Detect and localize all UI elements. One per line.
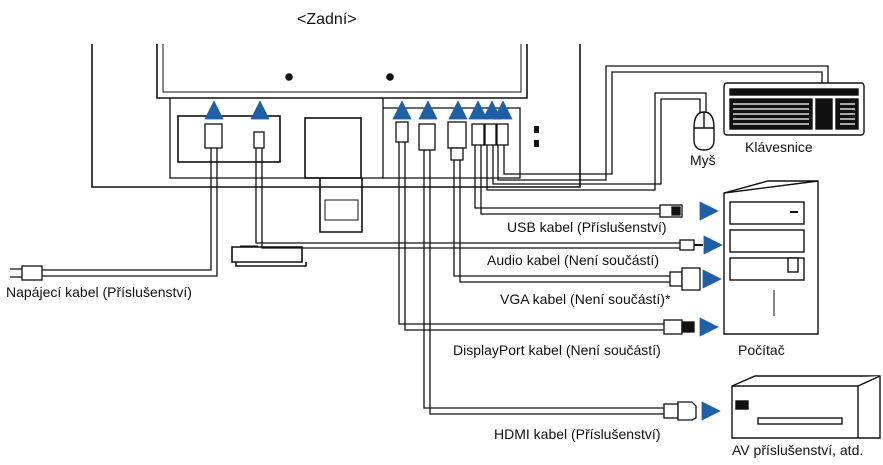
computer-icon (723, 180, 819, 335)
cable-plugs (10, 204, 703, 421)
keyboard-label: Klávesnice (745, 139, 813, 155)
keyboard-icon (723, 82, 865, 136)
device-arrows (699, 201, 723, 421)
av-label: AV příslušenství, atd. (732, 442, 864, 458)
power-cable-label: Napájecí kabel (Příslušenství) (6, 284, 192, 300)
hdmi-cable-label: HDMI kabel (Příslušenství) (494, 426, 661, 442)
cables (42, 65, 829, 415)
vga-cable-label: VGA kabel (Není součástí)* (500, 291, 671, 307)
mouse-icon (693, 111, 715, 151)
audio-cable-label: Audio kabel (Není součástí) (487, 252, 659, 268)
port-arrows (204, 100, 513, 120)
page-title: <Zadní> (297, 11, 357, 28)
displayport-cable-label: DisplayPort kabel (Není součástí) (453, 342, 661, 358)
mouse-label: Myš (690, 152, 716, 168)
usb-cable-label: USB kabel (Příslušenství) (507, 219, 667, 235)
av-device-icon (731, 375, 881, 439)
computer-label: Počítač (738, 342, 785, 358)
